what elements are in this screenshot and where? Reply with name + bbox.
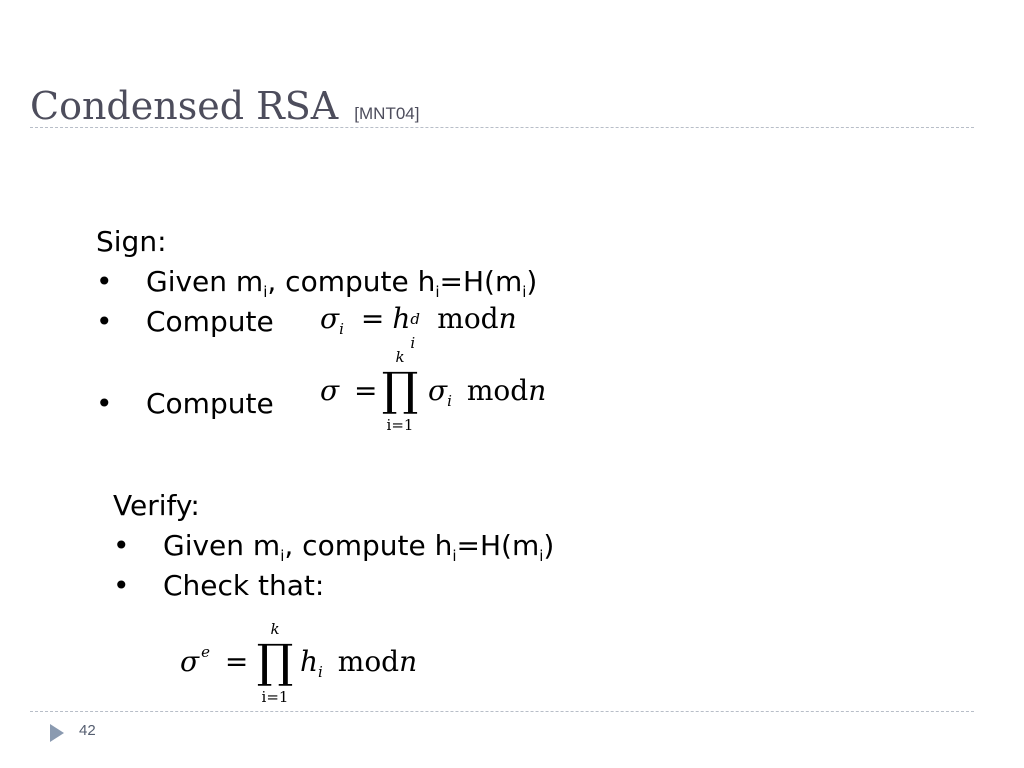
slide-title-reference: [MNT04] [354,104,420,123]
bullet: • [96,387,113,420]
footer-divider [30,711,974,712]
play-triangle-icon [50,724,64,742]
verify-formula-rhs: hi modn [300,645,418,681]
sign-step-2: •Compute [96,302,537,342]
page-number: 42 [79,722,96,739]
sign-step-3: •Compute [96,384,274,424]
slide-title: Condensed RSA [MNT04] [30,84,419,128]
aggregate-formula-rhs: σi modn [428,374,547,410]
bullet: • [96,305,113,338]
verify-heading: Verify: [113,489,200,522]
verify-section: Verify: •Given mi, compute hi=H(mi) •Che… [113,486,554,606]
bullet: • [113,569,130,602]
title-divider [30,127,974,128]
sign-step-1: •Given mi, compute hi=H(mi) [96,262,537,302]
verify-step-1: •Given mi, compute hi=H(mi) [113,526,554,566]
product-operator: k ∏ i=1 [381,348,419,434]
product-operator: k ∏ i=1 [256,620,294,706]
sign-section: Sign: •Given mi, compute hi=H(mi) •Compu… [96,222,537,342]
aggregate-formula: σ = [320,374,378,407]
slide-title-text: Condensed RSA [30,84,339,128]
verify-step-2: •Check that: [113,566,554,606]
bullet: • [96,265,113,298]
sign-heading: Sign: [96,225,167,258]
bullet: • [113,529,130,562]
